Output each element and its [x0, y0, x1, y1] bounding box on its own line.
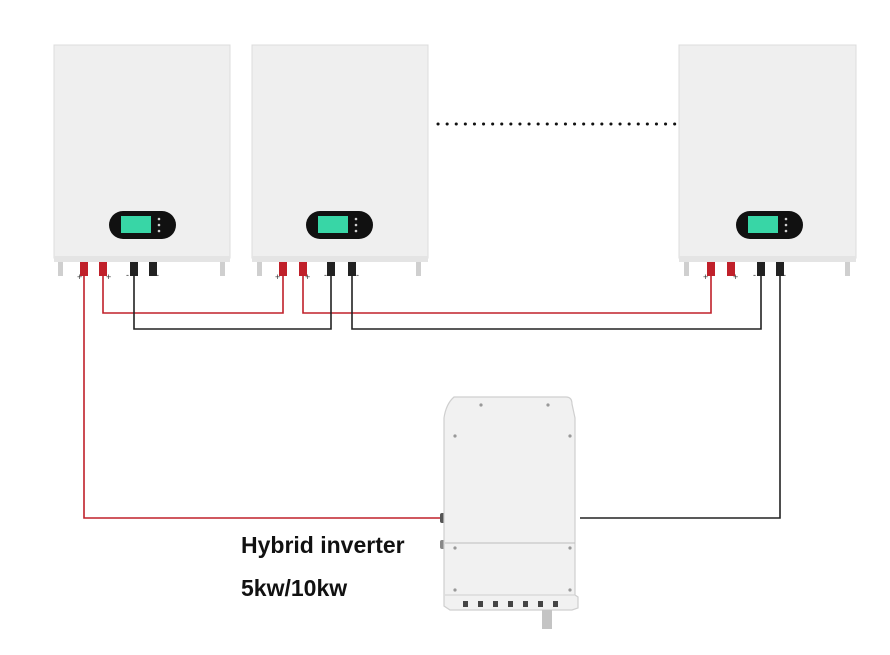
wiring [83, 276, 781, 519]
terminal-label: + [703, 272, 708, 282]
inverter-body [443, 396, 579, 611]
inverter-bottom-port [508, 601, 513, 607]
terminal-label: + [305, 272, 310, 282]
positive-terminal [299, 262, 307, 276]
inverter-cable-gland [542, 610, 552, 629]
inverter-label: Hybrid inverter [241, 532, 405, 558]
terminal-label: - [356, 270, 359, 280]
battery-indicator-dot [354, 229, 358, 233]
negative-wire-batteryn-to-inverter [580, 276, 781, 519]
positive-wire-battery2-to-batteryn [302, 276, 712, 314]
battery-indicator-dot [157, 217, 161, 221]
battery-module-2: + + - - [251, 44, 429, 282]
inverter-screw [453, 546, 457, 550]
negative-wire-battery2-to-batteryn [351, 276, 762, 330]
inverter-bottom-port [478, 601, 483, 607]
inverter-bottom-port [523, 601, 528, 607]
terminal-label: + [733, 272, 738, 282]
negative-terminal [348, 262, 356, 276]
inverter-bottom-port [493, 601, 498, 607]
terminal-label: + [106, 272, 111, 282]
inverter-bottom-port [553, 601, 558, 607]
battery-indicator-dot [354, 217, 358, 221]
battery-indicator-dot [784, 223, 788, 227]
battery-foot-left [257, 262, 262, 276]
battery-base [679, 256, 856, 262]
negative-terminal [327, 262, 335, 276]
inverter-bottom-port [463, 601, 468, 607]
terminal-label: - [753, 270, 756, 280]
battery-indicator-dot [784, 229, 788, 233]
negative-wire-battery1-to-battery2 [133, 276, 332, 330]
battery-foot-right [845, 262, 850, 276]
terminal-label: - [783, 270, 786, 280]
battery-foot-left [58, 262, 63, 276]
battery-indicator-dot [157, 223, 161, 227]
negative-terminal [757, 262, 765, 276]
battery-foot-right [220, 262, 225, 276]
terminal-label: - [324, 270, 327, 280]
inverter-bottom-port [538, 601, 543, 607]
terminal-label: + [275, 272, 280, 282]
battery-module-1: + + - - [53, 44, 231, 282]
inverter-rating: 5kw/10kw [241, 575, 348, 601]
inverter-screw [453, 588, 457, 592]
inverter-screw [568, 588, 572, 592]
terminal-label: + [77, 272, 82, 282]
positive-terminal [727, 262, 735, 276]
positive-terminal [99, 262, 107, 276]
battery-indicator-dot [354, 223, 358, 227]
positive-wire-battery1-to-battery2 [102, 276, 284, 314]
positive-wire-battery1-to-inverter [83, 276, 446, 519]
negative-terminal [776, 262, 784, 276]
inverter-screw [479, 403, 483, 407]
battery-foot-left [684, 262, 689, 276]
positive-terminal [279, 262, 287, 276]
inverter-screw [568, 434, 572, 438]
battery-display-screen [318, 216, 348, 233]
terminal-label: - [126, 270, 129, 280]
battery-display-screen [121, 216, 151, 233]
inverter-screw [546, 403, 550, 407]
battery-display-screen [748, 216, 778, 233]
battery-base [252, 256, 428, 262]
terminal-label: - [156, 270, 159, 280]
battery-indicator-dot [784, 217, 788, 221]
negative-terminal [149, 262, 157, 276]
inverter-screw [453, 434, 457, 438]
battery-foot-right [416, 262, 421, 276]
inverter-screw [568, 546, 572, 550]
negative-terminal [130, 262, 138, 276]
battery-base [54, 256, 230, 262]
battery-module-n: + + - - [678, 44, 857, 282]
positive-terminal [80, 262, 88, 276]
positive-terminal [707, 262, 715, 276]
hybrid-inverter [440, 396, 579, 629]
battery-indicator-dot [157, 229, 161, 233]
